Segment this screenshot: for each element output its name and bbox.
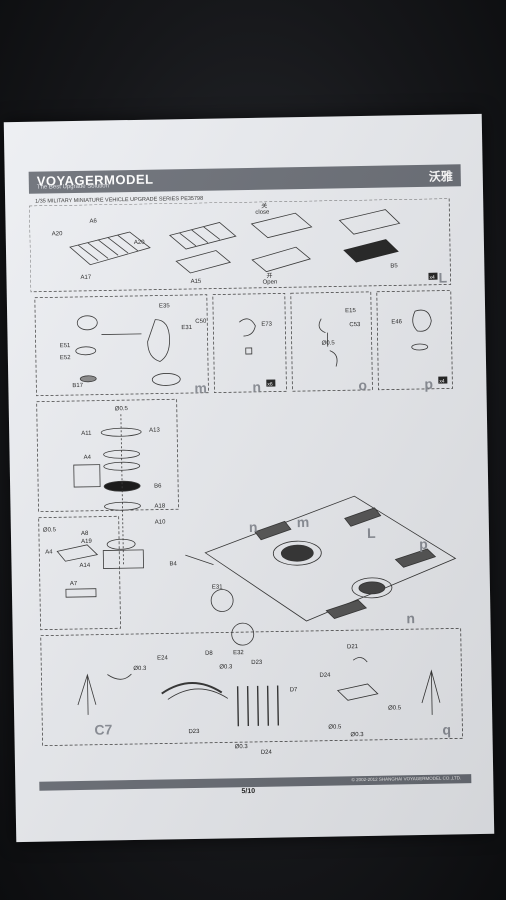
- inset-parts: [56, 538, 144, 598]
- instruction-sheet: VOYAGERMODEL The Best Upgrade Solution 沃…: [3, 113, 495, 843]
- label-d23-right: D23: [251, 660, 263, 666]
- label-e51: E51: [60, 343, 71, 349]
- assembly-diagrams: A6 A20 A20 A17 A15 B5 关 close 开 Open x4 …: [29, 198, 463, 756]
- step-ref-l: L: [367, 525, 376, 541]
- panel-o-frame: [290, 291, 373, 392]
- step-ref-n-right: n: [406, 610, 415, 626]
- brand-banner: VOYAGERMODEL The Best Upgrade Solution 沃…: [28, 164, 461, 194]
- label-inset-a4: A4: [45, 549, 53, 555]
- label-inset-wire: Ø0.5: [43, 527, 57, 533]
- label-d7: D7: [290, 687, 298, 693]
- panel-m-frame: [34, 294, 209, 397]
- label-c7: C7: [94, 721, 112, 737]
- label-d24-left: D24: [261, 750, 273, 756]
- label-a20-right: A20: [134, 240, 145, 246]
- main-deck: [185, 495, 457, 646]
- step-q: q: [442, 722, 451, 738]
- label-e31: E31: [181, 325, 192, 331]
- label-bottom-wire-4: Ø0.5: [388, 705, 402, 711]
- label-b6: B6: [154, 484, 162, 490]
- label-close-cn: 关: [261, 202, 267, 210]
- panel-bottom-frame: [40, 627, 463, 747]
- label-e46: E46: [391, 319, 402, 325]
- qty-badge-top: x4: [429, 275, 435, 281]
- label-d8: D8: [205, 651, 213, 657]
- label-a20-left: A20: [52, 231, 63, 237]
- p-parts: [411, 309, 432, 351]
- label-a6: A6: [89, 219, 97, 225]
- label-e24: E24: [157, 655, 168, 661]
- page-number: 5/10: [241, 787, 256, 796]
- label-bottom-wire-6: Ø0.3: [350, 732, 364, 738]
- label-e52: E52: [60, 355, 71, 361]
- label-hatch-wire: Ø0.5: [115, 406, 129, 412]
- label-b4: B4: [169, 561, 177, 567]
- label-e35: E35: [159, 303, 170, 309]
- bottom-parts: [77, 657, 441, 727]
- panel-hatch-frame: [36, 398, 179, 513]
- panel-n-frame: [212, 292, 287, 393]
- panel-inset-frame: [38, 515, 122, 631]
- label-b5: B5: [390, 263, 398, 269]
- label-e31-main: E31: [212, 584, 223, 590]
- label-a4: A4: [84, 455, 92, 461]
- label-d21: D21: [347, 644, 359, 650]
- label-bottom-wire-2: Ø0.3: [219, 664, 233, 670]
- label-e15: E15: [345, 308, 356, 314]
- label-a19: A19: [81, 539, 92, 545]
- panel-p-frame: [376, 290, 453, 391]
- step-m: m: [194, 380, 207, 396]
- label-a7: A7: [70, 581, 78, 587]
- label-bottom-wire-3: Ø0.3: [235, 744, 249, 750]
- label-b17: B17: [72, 383, 83, 389]
- m-parts: [75, 315, 181, 386]
- label-a10: A10: [155, 519, 166, 525]
- label-open: Open: [263, 279, 278, 285]
- label-o-wire: Ø0.5: [322, 340, 336, 346]
- step-p: p: [424, 376, 433, 392]
- label-e32: E32: [233, 650, 244, 656]
- copyright: © 2002-2012 SHANGHAI VOYAGERMODEL CO.,LT…: [351, 775, 462, 783]
- step-l-top: L: [438, 270, 447, 286]
- qty-badge-n: x6: [267, 382, 273, 388]
- label-e73: E73: [261, 322, 272, 328]
- step-ref-m: m: [297, 514, 310, 530]
- step-ref-n-left: n: [249, 519, 258, 535]
- label-a11: A11: [81, 431, 92, 437]
- n-parts: [239, 318, 256, 355]
- label-a15: A15: [191, 279, 202, 285]
- label-bottom-wire-1: Ø0.3: [133, 666, 147, 672]
- brand-tagline: The Best Upgrade Solution: [36, 183, 109, 191]
- label-d23-left: D23: [188, 729, 200, 735]
- label-close: close: [255, 210, 270, 216]
- label-a13: A13: [149, 428, 160, 434]
- step-n: n: [252, 379, 261, 395]
- label-c53: C53: [349, 322, 361, 328]
- label-bottom-wire-5: Ø0.5: [328, 724, 342, 730]
- label-a18: A18: [154, 503, 165, 509]
- label-a17: A17: [80, 275, 91, 281]
- step-ref-p: p: [419, 536, 428, 552]
- label-d24-right: D24: [319, 673, 331, 679]
- step-o: o: [358, 377, 367, 393]
- label-a14: A14: [79, 563, 90, 569]
- label-a8: A8: [81, 531, 89, 537]
- top-grilles: [69, 209, 401, 274]
- label-open-cn: 开: [266, 273, 272, 280]
- brand-chinese: 沃雅: [428, 169, 453, 184]
- qty-badge-p: x4: [439, 379, 445, 385]
- label-c50: C50: [195, 319, 207, 325]
- o-parts: [318, 318, 338, 367]
